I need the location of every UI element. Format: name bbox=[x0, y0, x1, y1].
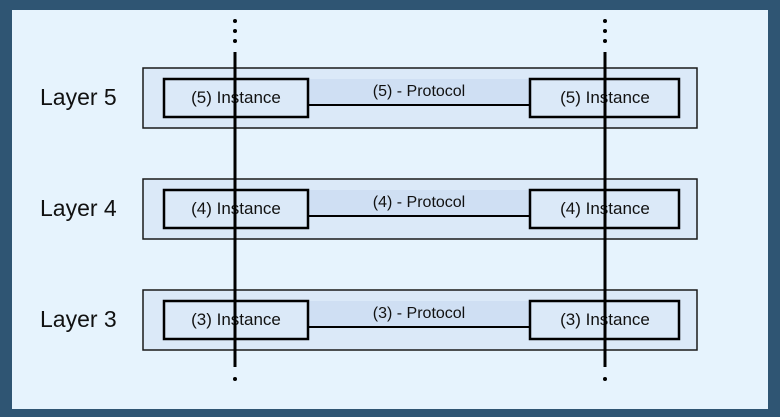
layer-3-label: Layer 3 bbox=[40, 306, 117, 332]
left-top-continuation-dots bbox=[233, 19, 237, 43]
layer-5-protocol-label: (5) - Protocol bbox=[373, 83, 465, 100]
layer-5-label: Layer 5 bbox=[40, 84, 117, 110]
layer-4-protocol-label: (4) - Protocol bbox=[373, 194, 465, 211]
layer-5-group: Layer 5 (5) - Protocol (5) Instance (5) … bbox=[40, 67, 698, 129]
layer-3-protocol-label: (3) - Protocol bbox=[373, 305, 465, 322]
layer-4-protocol-bar bbox=[308, 190, 530, 216]
layer-3-group: Layer 3 (3) - Protocol (3) Instance (3) … bbox=[40, 289, 698, 351]
layer-3-protocol-bar bbox=[308, 301, 530, 327]
right-bottom-continuation-dot bbox=[603, 377, 607, 381]
right-top-continuation-dots bbox=[603, 19, 607, 43]
layer-5-protocol-bar bbox=[308, 79, 530, 105]
left-bottom-continuation-dot bbox=[233, 377, 237, 381]
layer-4-group: Layer 4 (4) - Protocol (4) Instance (4) … bbox=[40, 178, 698, 240]
diagram-canvas: Layer 5 (5) - Protocol (5) Instance (5) … bbox=[12, 10, 768, 409]
layer-4-label: Layer 4 bbox=[40, 195, 117, 221]
